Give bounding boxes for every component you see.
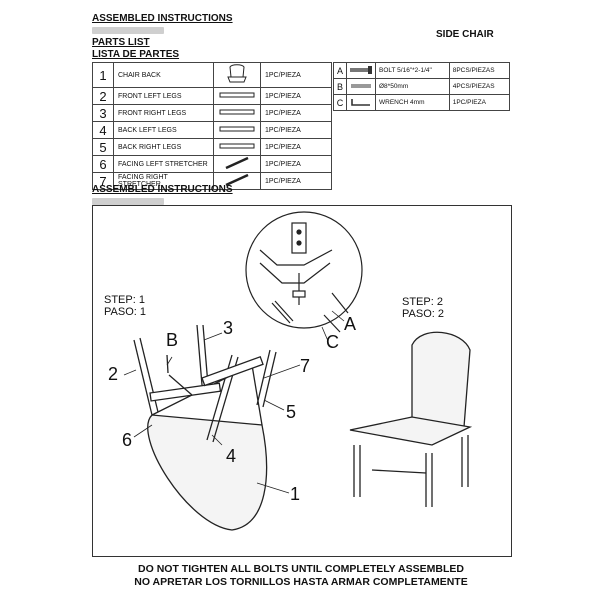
table-row: A BOLT 5/16"*2-1/4"8PCS/PIEZAS [333, 62, 511, 79]
step1-label: STEP: 1 [104, 294, 145, 306]
stretcher-icon [213, 155, 261, 173]
leg-icon [213, 104, 261, 122]
product-name: SIDE CHAIR [436, 29, 494, 40]
hardware-qty: 4PCS/PIEZAS [448, 78, 511, 95]
part-qty: 1PC/PIEZA [260, 87, 332, 105]
leg-icon [213, 138, 261, 156]
leg-icon [213, 87, 261, 105]
part-name: CHAIR BACK [113, 62, 214, 88]
assembly-illustration [123, 211, 473, 531]
parts-list-title: PARTS LIST [92, 37, 150, 48]
step1-chair [133, 324, 277, 531]
part-qty: 1PC/PIEZA [260, 155, 332, 173]
hardware-qty: 1PC/PIEZA [448, 94, 511, 111]
blurred-text [92, 198, 164, 205]
hardware-name: WRENCH 4mm [375, 94, 450, 111]
step2-chair [349, 331, 473, 507]
part-qty: 1PC/PIEZA [260, 62, 332, 88]
bolt-detail-circle [245, 211, 363, 333]
warning-en: DO NOT TIGHTEN ALL BOLTS UNTIL COMPLETEL… [138, 563, 464, 575]
stretcher-icon [213, 172, 261, 190]
hardware-qty: 8PCS/PIEZAS [448, 62, 511, 79]
part-number: 2 [92, 87, 114, 105]
callout-6: 6 [122, 430, 133, 450]
blurred-text [92, 27, 164, 34]
part-number: 1 [92, 62, 114, 88]
part-number: 5 [92, 138, 114, 156]
part-qty: 1PC/PIEZA [260, 104, 332, 122]
callout-a: A [344, 314, 357, 334]
warning-es: NO APRETAR LOS TORNILLOS HASTA ARMAR COM… [134, 576, 468, 588]
callout-b: B [166, 330, 179, 350]
dowel-icon [346, 78, 376, 95]
step2-label-es: PASO: 2 [402, 308, 444, 320]
assembly-illustration-frame [92, 205, 512, 557]
hardware-letter: A [333, 62, 347, 79]
part-name: BACK RIGHT LEGS [113, 138, 214, 156]
part-qty: 1PC/PIEZA [260, 172, 332, 190]
part-name: FRONT LEFT LEGS [113, 87, 214, 105]
warning-text: DO NOT TIGHTEN ALL BOLTS UNTIL COMPLETEL… [92, 563, 510, 589]
step2-label: STEP: 2 [402, 296, 443, 308]
callout-3: 3 [223, 318, 234, 338]
hardware-name: Ø8*50mm [375, 78, 450, 95]
step1-label-es: PASO: 1 [104, 306, 146, 318]
callout-2: 2 [108, 364, 119, 384]
callout-c: C [326, 332, 339, 352]
callout-4: 4 [226, 446, 237, 466]
callout-5: 5 [286, 402, 297, 422]
part-number: 6 [92, 155, 114, 173]
part-number: 4 [92, 121, 114, 139]
callout-7: 7 [300, 356, 311, 376]
part-name: FACING LEFT STRETCHER [113, 155, 214, 173]
instructions-title: ASSEMBLED INSTRUCTIONS [92, 13, 233, 24]
parts-list-title-es: LISTA DE PARTES [92, 49, 180, 60]
leg-icon [213, 121, 261, 139]
assembly-title: ASSEMBLED INSTRUCTIONS [92, 184, 233, 195]
hardware-name: BOLT 5/16"*2-1/4" [375, 62, 450, 79]
wrench-icon [346, 94, 376, 111]
part-name: BACK LEFT LEGS [113, 121, 214, 139]
hardware-letter: B [333, 78, 347, 95]
part-qty: 1PC/PIEZA [260, 121, 332, 139]
chair-back-icon [213, 62, 261, 88]
bolt-icon [346, 62, 376, 79]
part-qty: 1PC/PIEZA [260, 138, 332, 156]
part-number: 3 [92, 104, 114, 122]
hardware-letter: C [333, 94, 347, 111]
part-name: FRONT RIGHT LEGS [113, 104, 214, 122]
part-name: FACING RIGHT STRETCHER [113, 172, 214, 190]
callout-1: 1 [290, 484, 301, 504]
